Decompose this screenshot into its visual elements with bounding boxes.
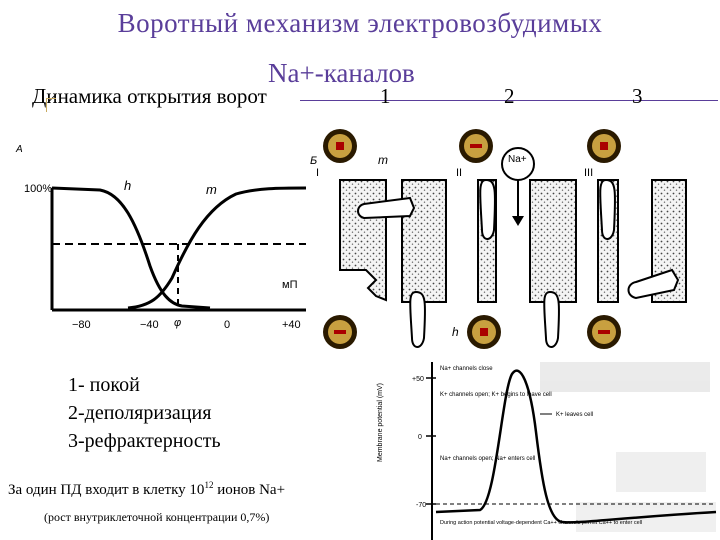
ap-annotation: Na+ channels close	[440, 366, 493, 372]
x-tick: 0	[224, 319, 230, 331]
polarity-badge-3-top	[587, 129, 621, 163]
diagram-panel-label: Б	[310, 155, 317, 167]
polarity-badge-1-bottom	[323, 315, 357, 349]
na-channel-diagram: Б I II III m Na+ h	[310, 129, 687, 349]
subtitle-bracket	[46, 98, 47, 112]
m-gate-closed	[357, 196, 416, 220]
x-tick-phi: φ	[174, 317, 181, 329]
h-curve-label: h	[124, 178, 131, 193]
polarity-badge-3-bottom	[587, 315, 621, 349]
sodium-concentration-note: (рост внутриклеточной концентрации 0,7%)	[44, 510, 270, 524]
chart-panel-label: А	[15, 144, 23, 155]
m-curve-label: m	[206, 182, 217, 197]
ap-y-tick: 0	[418, 434, 422, 441]
m-gate-open	[479, 178, 496, 240]
ap-annotation: K+ leaves cell	[556, 412, 593, 418]
y-tick-100: 100%	[24, 183, 52, 195]
ap-y-tick: +50	[412, 376, 424, 383]
column-number-1: 1	[380, 84, 391, 108]
column-number-2: 2	[504, 84, 515, 108]
membrane-block	[651, 179, 687, 303]
ap-annotation: Na+ channels open; Na+ enters cell	[440, 456, 535, 462]
x-tick: −80	[72, 319, 91, 331]
y-axis-label: Membrane potential (mV)	[377, 383, 384, 462]
h-gate-curve	[51, 186, 211, 310]
m-gate-label: m	[378, 153, 388, 167]
action-potential-curve	[435, 369, 717, 524]
polarity-badge-1-top	[323, 129, 357, 163]
h-gate-open	[409, 290, 426, 348]
state-roman-3: III	[584, 167, 593, 179]
x-tick: +40	[282, 319, 301, 331]
na-ion-label: Na+	[508, 154, 527, 165]
subtitle-bracket-top	[46, 98, 56, 99]
page-title-line2: Na+-каналов	[268, 58, 415, 88]
ion-flow-arrowhead	[512, 216, 524, 226]
ap-annotation: During action potential voltage-dependen…	[440, 520, 642, 526]
gate-dynamics-chart: А 100% h m мП −80 −40 φ 0 +40	[15, 144, 307, 331]
state-resting: 1- покой	[68, 374, 140, 396]
unit-label: мП	[282, 279, 298, 291]
membrane-block	[339, 179, 387, 302]
page-title-line1: Воротный механизм электровозбудимых	[117, 8, 603, 38]
x-tick: −40	[140, 319, 159, 331]
m-gate-curve	[127, 186, 307, 310]
faded-background-lettering	[540, 362, 716, 532]
polarity-badge-2-top	[459, 129, 493, 163]
action-potential-graph: Membrane potential (mV) +50 0 -70 Na+ ch…	[376, 352, 720, 540]
m-gate-open	[599, 178, 616, 240]
ap-annotation: K+ channels open; K+ begins to leave cel…	[440, 392, 552, 398]
h-gate-label: h	[452, 325, 459, 339]
membrane-block	[529, 179, 577, 303]
sodium-entry-note: За один ПД входит в клетку 1012 ионов Na…	[8, 480, 286, 498]
title-underline	[300, 100, 718, 101]
column-number-3: 3	[632, 84, 643, 108]
state-roman-1: I	[316, 167, 319, 179]
state-roman-2: II	[456, 167, 462, 179]
h-gate-open	[543, 290, 560, 348]
gate-dynamics-subtitle: Динамика открытия ворот	[32, 84, 267, 108]
polarity-badge-2-bottom	[467, 315, 501, 349]
h-gate-closed	[627, 268, 680, 300]
state-depolarization: 2-деполяризация	[68, 402, 212, 424]
ap-y-tick: -70	[416, 502, 426, 509]
state-refractory: 3-рефрактерность	[68, 430, 221, 452]
